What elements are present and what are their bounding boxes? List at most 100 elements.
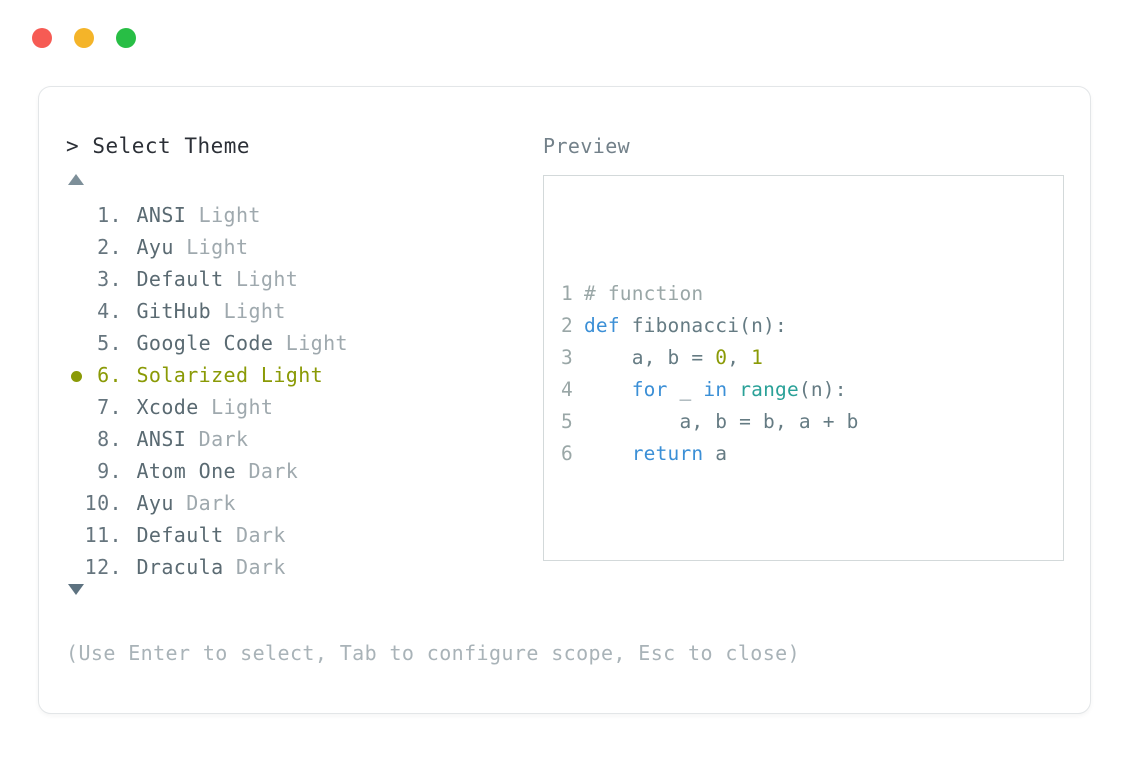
prompt-spacer — [79, 134, 92, 158]
theme-item-variant: Dark — [236, 523, 286, 547]
theme-list-item[interactable]: 2. Ayu Light — [66, 231, 536, 263]
theme-list-item[interactable]: 11. Default Dark — [66, 519, 536, 551]
theme-item-number: 7. — [97, 395, 122, 419]
theme-item-number: 2. — [97, 235, 122, 259]
theme-list-item[interactable]: 4. GitHub Light — [66, 295, 536, 327]
code-line: 4 for _ in range(n): — [561, 374, 1061, 406]
theme-list-item[interactable]: 1. ANSI Light — [66, 199, 536, 231]
theme-item-spacer — [124, 331, 136, 355]
theme-item-variant: Dark — [198, 427, 249, 451]
minimize-window-dot[interactable] — [74, 28, 94, 48]
close-window-dot[interactable] — [32, 28, 52, 48]
theme-item-number: 5. — [97, 331, 122, 355]
theme-item-spacer2 — [224, 267, 236, 291]
theme-item-spacer2 — [174, 235, 186, 259]
theme-item-spacer — [124, 299, 136, 323]
code-line: 1 # function — [561, 278, 1061, 310]
triangle-up-icon[interactable] — [68, 174, 84, 185]
maximize-window-dot[interactable] — [116, 28, 136, 48]
theme-item-number: 4. — [97, 299, 122, 323]
theme-list-item[interactable]: 5. Google Code Light — [66, 327, 536, 359]
theme-item-spacer2 — [211, 299, 223, 323]
code-line-number: 3 — [561, 346, 573, 369]
triangle-down-icon[interactable] — [68, 584, 84, 595]
code-line-number: 2 — [561, 314, 573, 337]
code-line-number: 6 — [561, 442, 573, 465]
page-title-text: Select Theme — [92, 134, 251, 158]
theme-item-spacer2 — [186, 203, 198, 227]
theme-item-name: Solarized — [136, 363, 249, 387]
theme-item-variant: Dark — [186, 491, 236, 515]
code-token: # function — [583, 282, 704, 305]
theme-item-name: GitHub — [136, 299, 212, 323]
theme-item-spacer — [124, 363, 136, 387]
page-title: > Select Theme — [66, 133, 250, 159]
theme-item-variant: Light — [260, 363, 324, 387]
theme-list-item[interactable]: 8. ANSI Dark — [66, 423, 536, 455]
code-gutter-gap — [572, 378, 584, 401]
code-token: range — [739, 378, 799, 401]
theme-item-number: 6. — [97, 363, 122, 387]
theme-item-name: Default — [136, 523, 224, 547]
preview-label: Preview — [543, 134, 631, 158]
code-line-number: 1 — [561, 282, 573, 305]
theme-item-spacer2 — [236, 459, 248, 483]
theme-item-spacer2 — [199, 395, 211, 419]
theme-item-name: Ayu — [136, 491, 174, 515]
theme-item-spacer — [124, 491, 136, 515]
theme-item-name: Xcode — [136, 395, 199, 419]
theme-item-spacer — [124, 459, 136, 483]
code-token: _ — [667, 378, 704, 401]
code-token: (n): — [798, 378, 847, 401]
code-line: 3 a, b = 0, 1 — [561, 342, 1061, 374]
theme-item-name: ANSI — [136, 427, 187, 451]
code-token: a — [703, 442, 728, 465]
theme-item-spacer2 — [186, 427, 198, 451]
theme-item-name: Default — [136, 267, 224, 291]
theme-item-name: Atom One — [136, 459, 236, 483]
code-token: return — [631, 442, 704, 465]
theme-list-item[interactable]: 7. Xcode Light — [66, 391, 536, 423]
theme-list-item[interactable]: 6. Solarized Light — [66, 359, 536, 391]
theme-item-name: ANSI — [136, 203, 187, 227]
code-token: in — [703, 378, 728, 401]
code-token: 0 — [715, 346, 728, 369]
theme-list-item[interactable]: 3. Default Light — [66, 263, 536, 295]
keyboard-hint: (Use Enter to select, Tab to configure s… — [66, 641, 801, 665]
theme-item-spacer — [124, 427, 136, 451]
code-token: for — [631, 378, 668, 401]
theme-item-spacer — [124, 267, 136, 291]
theme-list-item[interactable]: 9. Atom One Dark — [66, 455, 536, 487]
code-token: a, b = b, a + b — [583, 410, 859, 433]
code-gutter-gap — [572, 410, 584, 433]
code-gutter-gap — [572, 314, 584, 337]
theme-item-variant: Light — [198, 203, 261, 227]
theme-item-number: 3. — [97, 267, 122, 291]
code-token — [584, 442, 632, 465]
code-line: 5 a, b = b, a + b — [561, 406, 1061, 438]
code-token: 1 — [751, 346, 764, 369]
theme-item-variant: Light — [186, 235, 249, 259]
theme-list-item[interactable]: 10. Ayu Dark — [66, 487, 536, 519]
theme-item-number: 8. — [97, 427, 122, 451]
theme-item-number: 9. — [97, 459, 122, 483]
theme-item-name: Ayu — [136, 235, 174, 259]
theme-item-spacer — [124, 395, 136, 419]
theme-item-variant: Light — [223, 299, 286, 323]
theme-item-variant: Light — [236, 267, 299, 291]
theme-item-variant: Dark — [248, 459, 299, 483]
theme-item-spacer2 — [224, 555, 236, 579]
theme-item-spacer2 — [224, 523, 236, 547]
theme-item-number: 12. — [84, 555, 122, 579]
theme-item-spacer — [124, 235, 136, 259]
theme-item-number: 1. — [97, 203, 122, 227]
theme-item-variant: Light — [285, 331, 348, 355]
theme-list-item[interactable]: 12. Dracula Dark — [66, 551, 536, 583]
theme-item-spacer2 — [273, 331, 285, 355]
code-token — [584, 378, 632, 401]
theme-item-number: 10. — [84, 491, 122, 515]
